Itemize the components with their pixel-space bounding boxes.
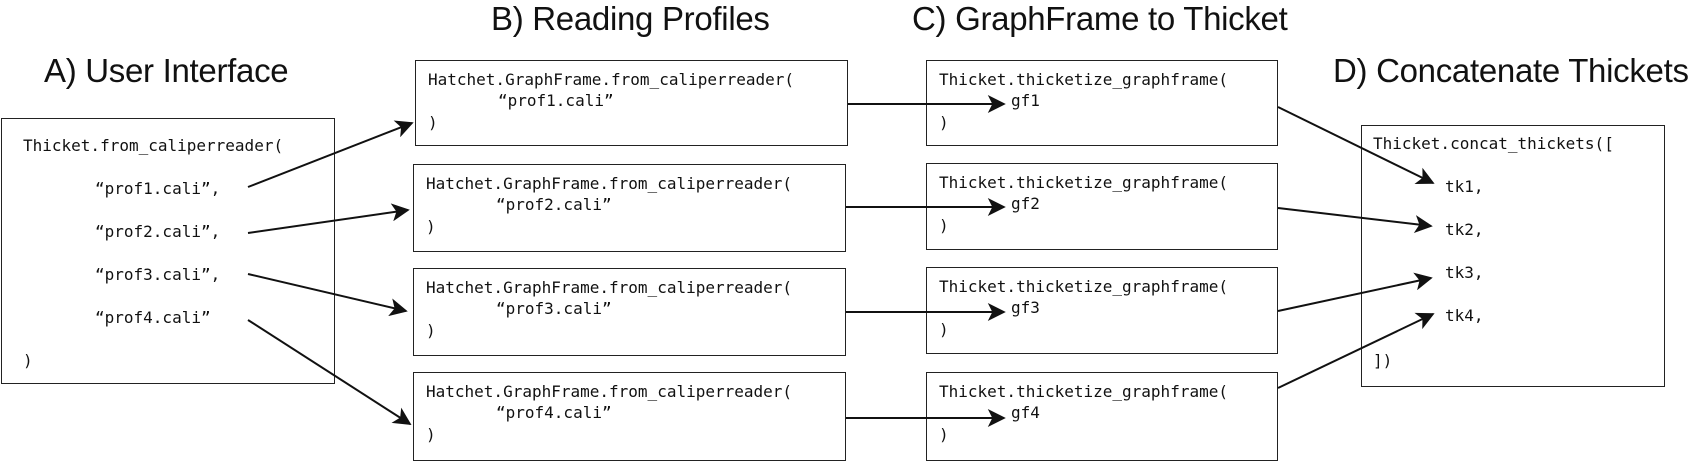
read-profile-box-2 [413,164,846,252]
read-call-2: Hatchet.GraphFrame.from_caliperreader( [426,174,793,193]
arrow-ui-to-read-2 [247,203,410,234]
arrow-thicketize-to-concat-3 [1277,272,1433,312]
arrow-thicketize-to-concat-1 [1277,106,1435,184]
thicketize-box-3 [926,267,1278,354]
read-call-1: Hatchet.GraphFrame.from_caliperreader( [428,70,795,89]
read-call-3: Hatchet.GraphFrame.from_caliperreader( [426,278,793,297]
thicketize-close-3: ) [939,320,949,339]
read-profile-box-3 [413,268,846,356]
read-close-3: ) [426,321,436,340]
arrow-thicketize-to-concat-2 [1277,207,1433,234]
arrow-ui-to-read-4 [247,319,412,425]
read-arg-1: “prof1.cali” [498,91,614,110]
thicketize-call-2: Thicket.thicketize_graphframe( [939,173,1228,192]
ui-call: Thicket.from_caliperreader( [23,136,284,155]
thicketize-close-4: ) [939,425,949,444]
thicketize-close-1: ) [939,113,949,132]
concat-item-3: tk3, [1445,263,1484,282]
thicketize-close-2: ) [939,216,949,235]
ui-arg-4: “prof4.cali” [95,308,211,327]
concat-item-1: tk1, [1445,177,1484,196]
read-arg-4: “prof4.cali” [496,403,612,422]
read-arg-2: “prof2.cali” [496,195,612,214]
title-user-interface: A) User Interface [44,52,289,89]
thicketize-arg-4: gf4 [1011,403,1040,422]
title-graphframe-to-thicket: C) GraphFrame to Thicket [912,0,1288,37]
thicketize-call-4: Thicket.thicketize_graphframe( [939,382,1228,401]
concat-item-4: tk4, [1445,306,1484,325]
read-profile-box-4 [413,372,846,461]
arrow-ui-to-read-3 [247,273,408,317]
read-call-4: Hatchet.GraphFrame.from_caliperreader( [426,382,793,401]
concat-close: ]) [1373,351,1393,370]
arrow-thicketize-to-concat-4 [1277,312,1435,389]
ui-arg-2: “prof2.cali”, [95,222,221,241]
read-arg-3: “prof3.cali” [496,299,612,318]
concat-thickets-box [1361,125,1665,387]
read-close-1: ) [428,113,438,132]
concat-call: Thicket.concat_thickets([ [1373,134,1614,153]
ui-close: ) [23,351,33,370]
thicketize-arg-2: gf2 [1011,194,1040,213]
concat-item-2: tk2, [1445,220,1484,239]
read-close-4: ) [426,425,436,444]
title-reading-profiles: B) Reading Profiles [491,0,770,37]
thicketize-arg-1: gf1 [1011,91,1040,110]
arrow-ui-to-read-1 [247,120,414,188]
read-close-2: ) [426,217,436,236]
ui-arg-1: “prof1.cali”, [95,179,221,198]
read-profile-box-1 [415,60,848,146]
ui-arg-3: “prof3.cali”, [95,265,221,284]
thicketize-arg-3: gf3 [1011,298,1040,317]
thicketize-box-4 [926,372,1278,461]
thicketize-call-1: Thicket.thicketize_graphframe( [939,70,1228,89]
title-concatenate-thickets: D) Concatenate Thickets [1333,52,1689,89]
thicketize-call-3: Thicket.thicketize_graphframe( [939,277,1228,296]
